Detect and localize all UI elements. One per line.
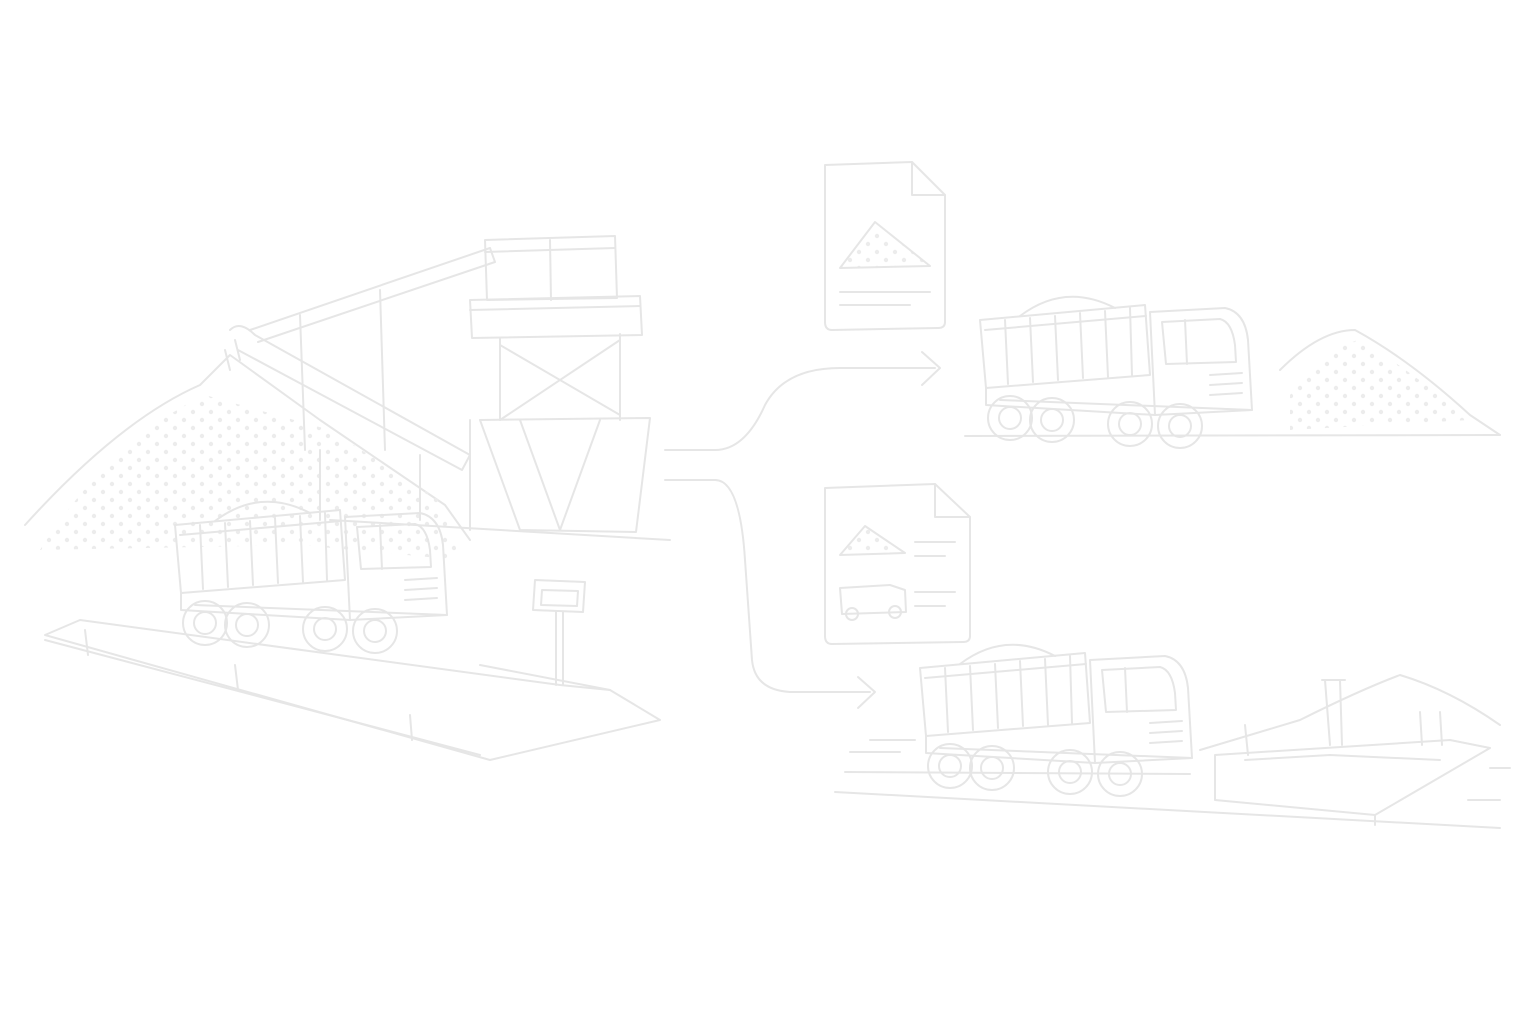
- stockpile-icon: [964, 329, 1501, 437]
- document-icon: [824, 483, 971, 645]
- dump-truck-icon: [979, 295, 1253, 449]
- road: [834, 739, 1511, 829]
- arrow-icon: [664, 351, 941, 709]
- construction-site-icon: [1199, 674, 1501, 826]
- weigh-terminal-icon: [532, 579, 586, 686]
- weighbridge-icon: [44, 619, 661, 761]
- document-icon: [824, 161, 946, 331]
- aggregate-plant-icon: [24, 235, 671, 560]
